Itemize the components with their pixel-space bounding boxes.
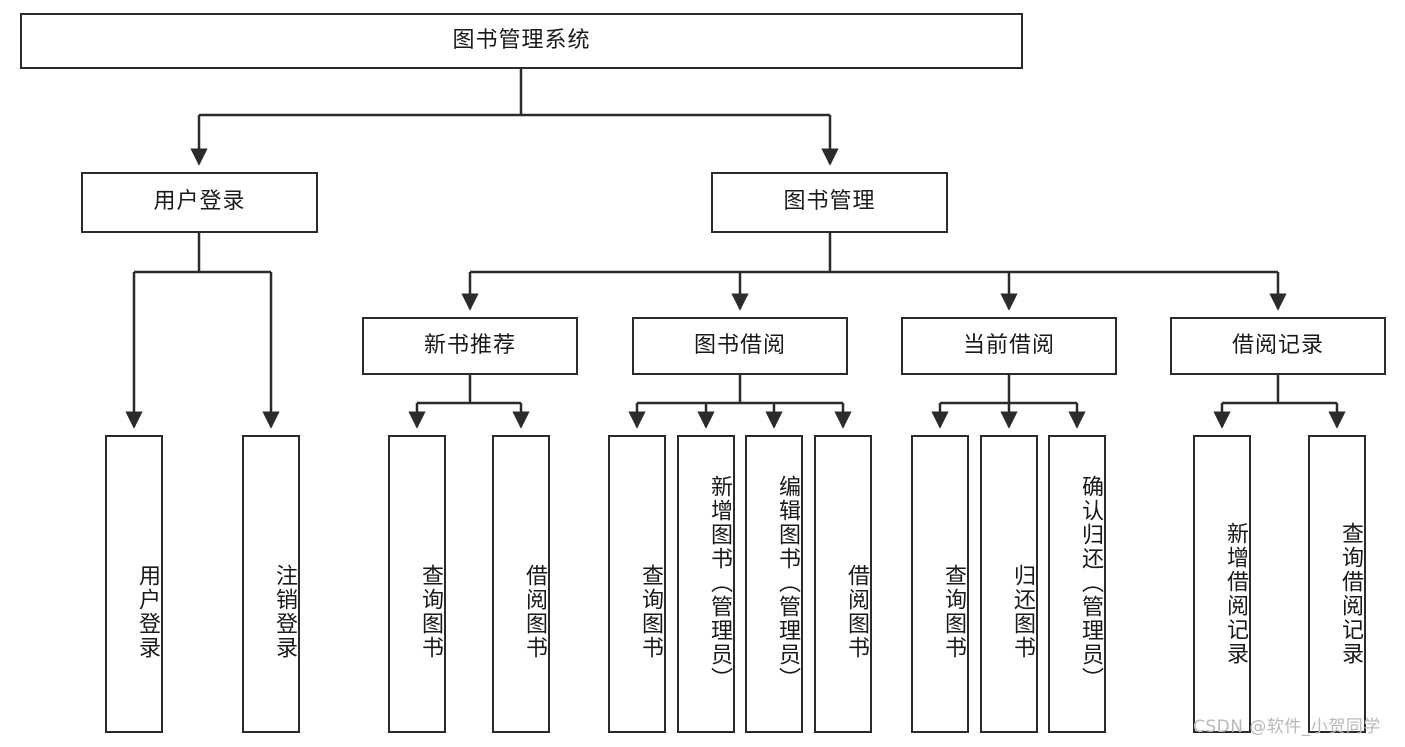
leaf-logout[interactable]: 注销登录	[242, 435, 300, 733]
leaf-nb-borrow-book[interactable]: 借阅图书	[492, 435, 550, 733]
node-current-borrow[interactable]: 当前借阅	[901, 317, 1117, 375]
leaf-user-login[interactable]: 用户登录	[105, 435, 163, 733]
leaf-bb-borrow-book[interactable]: 借阅图书	[814, 435, 872, 733]
leaf-cb-return-book[interactable]: 归还图书	[980, 435, 1038, 733]
node-book-borrow[interactable]: 图书借阅	[632, 317, 848, 375]
node-user-login[interactable]: 用户登录	[81, 172, 318, 233]
leaf-br-query-record[interactable]: 查询借阅记录	[1308, 435, 1366, 733]
leaf-bb-edit-book-admin[interactable]: 编辑图书（管理员）	[745, 435, 803, 733]
leaf-nb-query-book[interactable]: 查询图书	[388, 435, 446, 733]
node-root-system[interactable]: 图书管理系统	[20, 13, 1023, 69]
leaf-bb-query-book[interactable]: 查询图书	[608, 435, 666, 733]
node-book-management[interactable]: 图书管理	[711, 172, 948, 233]
leaf-cb-query-book[interactable]: 查询图书	[911, 435, 969, 733]
node-borrow-record[interactable]: 借阅记录	[1170, 317, 1386, 375]
leaf-cb-confirm-return-admin[interactable]: 确认归还（管理员）	[1048, 435, 1106, 733]
node-new-book-recommend[interactable]: 新书推荐	[362, 317, 578, 375]
csdn-watermark: CSDN @软件_小贺同学	[1193, 717, 1381, 737]
leaf-br-add-record[interactable]: 新增借阅记录	[1193, 435, 1251, 733]
leaf-bb-add-book-admin[interactable]: 新增图书（管理员）	[677, 435, 735, 733]
